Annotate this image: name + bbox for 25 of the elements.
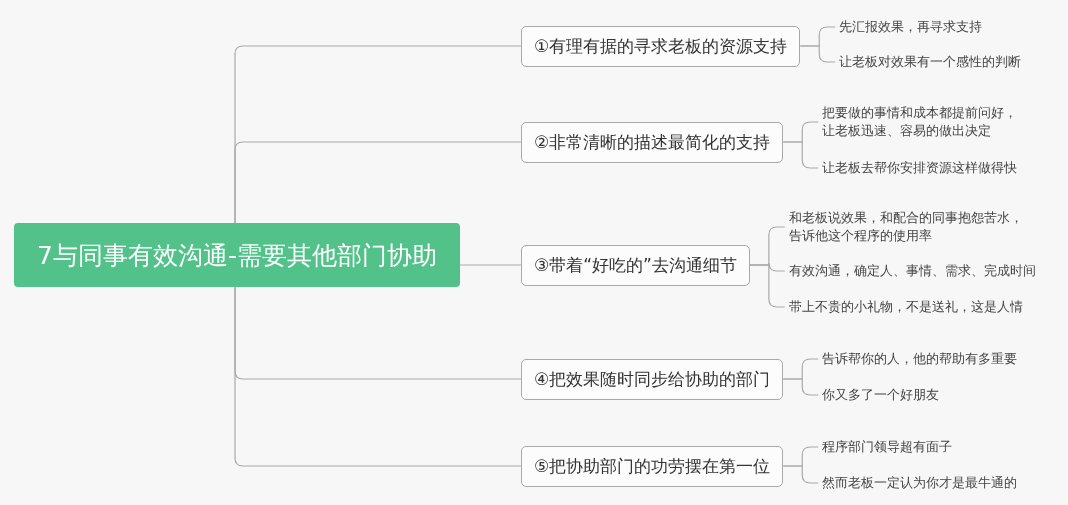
note-text: 然而老板一定认为你才是最牛通的 [822, 474, 1018, 492]
topic-box: ①有理有据的寻求老板的资源支持 [521, 25, 801, 67]
connector-line [459, 264, 522, 266]
note-text: 告诉帮你的人，他的帮助有多重要 [822, 350, 1018, 368]
central-topic-box: 7与同事有效沟通-需要其他部门协助 [14, 223, 460, 287]
connector-line [782, 465, 819, 484]
connector-line [234, 286, 522, 467]
connector-line [799, 45, 836, 63]
topic-box: ⑤把协助部门的功劳摆在第一位 [521, 445, 784, 487]
topic-box: ②非常清晰的描述最简化的支持 [521, 121, 784, 163]
note-text: 有效沟通，确定人、事情、需求、完成时间 [788, 262, 1036, 280]
note-text: 和老板说效果，和配合的同事抱怨苦水，告诉他这个程序的使用率 [788, 209, 1029, 245]
connector-line [782, 378, 819, 396]
note-text: 让老板去帮你安排资源这样做得快 [822, 159, 1018, 177]
note-text: 你又多了一个好朋友 [822, 386, 940, 404]
note-text: 程序部门领导超有面子 [822, 438, 953, 456]
note-text: 带上不贵的小礼物，不是送礼，这是人情 [788, 298, 1023, 316]
connector-line [234, 141, 522, 224]
connector-line [782, 141, 819, 169]
topic-box: ④把效果随时同步给协助的部门 [521, 358, 784, 400]
topic-box: ③带着“好吃的”去沟通细节 [521, 244, 750, 286]
note-text: 把要做的事情和成本都提前问好，让老板迅速、容易的做出决定 [822, 104, 1023, 140]
note-text: 让老板对效果有一个感性的判断 [839, 53, 1022, 71]
connector-line [749, 264, 786, 308]
note-text: 先汇报效果，再寻求支持 [839, 18, 983, 36]
